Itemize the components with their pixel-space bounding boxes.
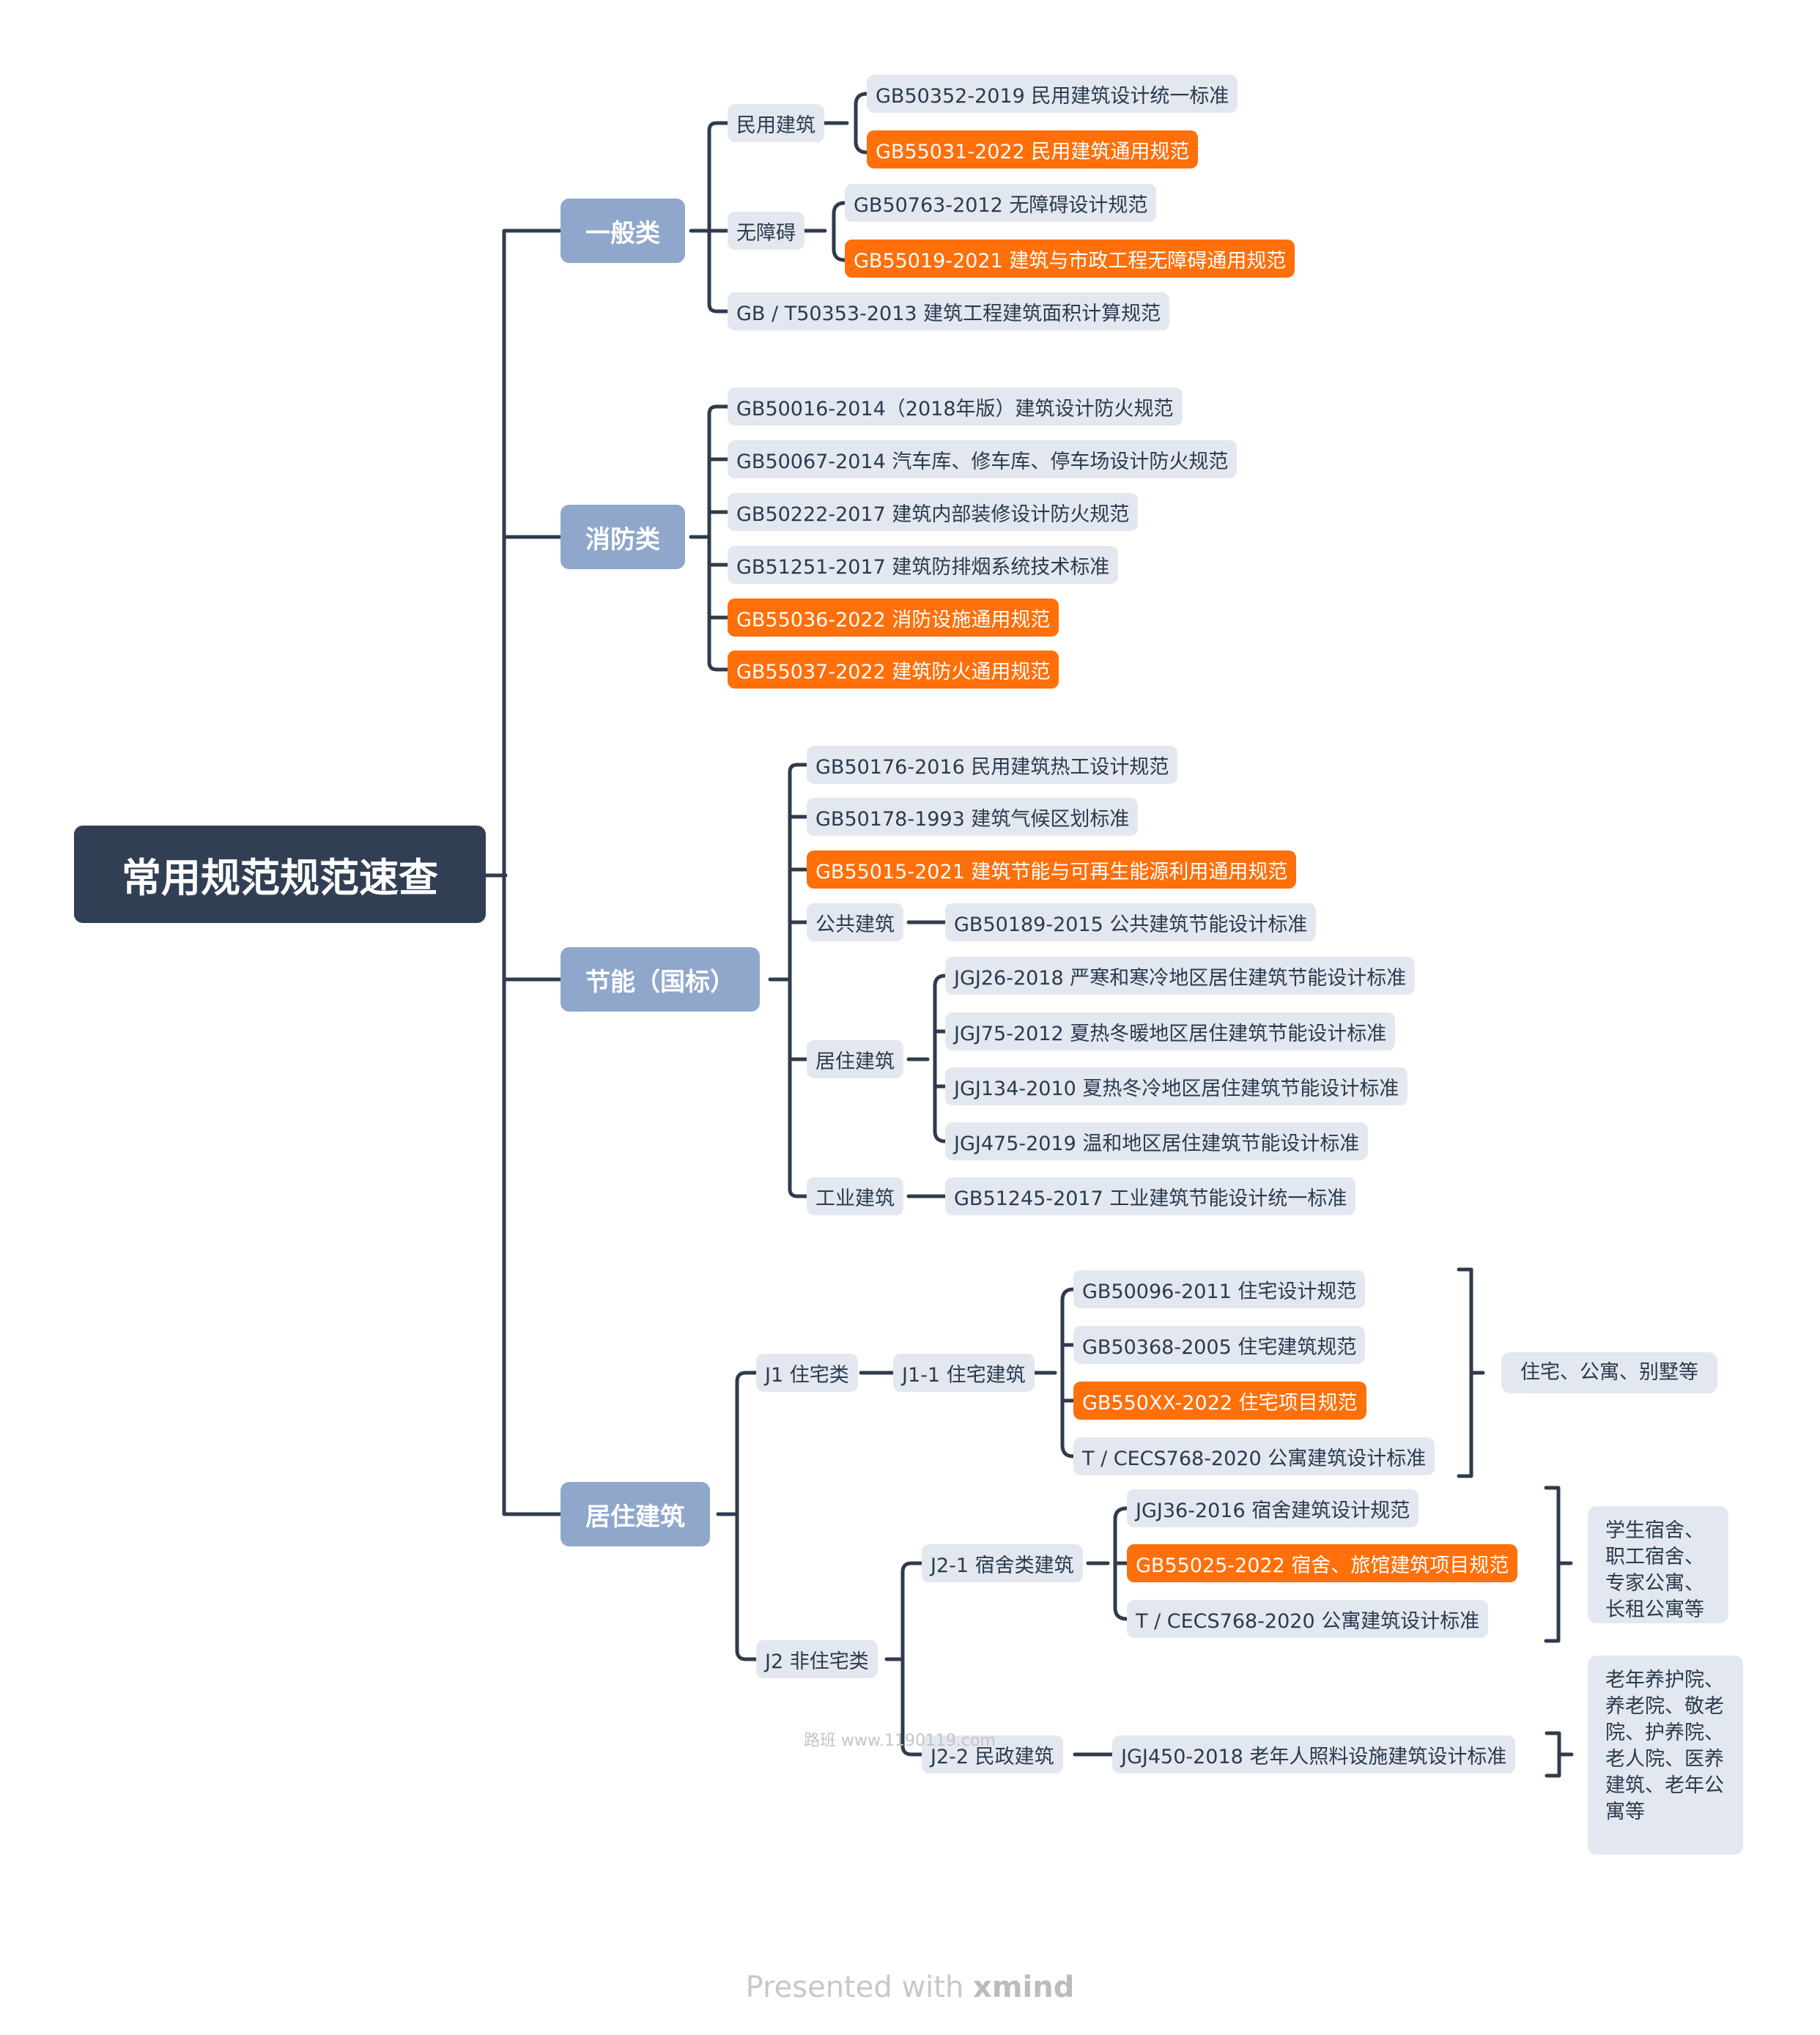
note-dormitory-types: 学生宿舍、职工宿舍、专家公寓、长租公寓等 — [1588, 1506, 1728, 1623]
standard-item[interactable]: GB51251-2017 建筑防排烟系统技术标准 — [728, 546, 1119, 584]
subtopic-j1-1[interactable]: J1-1 住宅建筑 — [893, 1354, 1035, 1392]
subtopic-j2[interactable]: J2 非住宅类 — [756, 1640, 878, 1678]
subtopic-public[interactable]: 公共建筑 — [807, 903, 903, 941]
standard-item[interactable]: GB50368-2005 住宅建筑规范 — [1073, 1326, 1366, 1364]
standard-item-highlight[interactable]: GB55015-2021 建筑节能与可再生能源利用通用规范 — [807, 850, 1297, 889]
standard-item[interactable]: GB50352-2019 民用建筑设计统一标准 — [867, 75, 1238, 113]
subtopic-j2-1[interactable]: J2-1 宿舍类建筑 — [922, 1544, 1083, 1582]
footer-text: Presented with — [745, 1971, 974, 2004]
category-energy[interactable]: 节能（国标） — [561, 947, 760, 1012]
note-elderly-care-types: 老年养护院、养老院、敬老院、护养院、老人院、医养建筑、老年公寓等 — [1588, 1656, 1743, 1855]
standard-item[interactable]: JGJ26-2018 严寒和寒冷地区居住建筑节能设计标准 — [945, 957, 1416, 995]
standard-item-highlight[interactable]: GB55019-2021 建筑与市政工程无障碍通用规范 — [845, 240, 1295, 278]
standard-item[interactable]: JGJ475-2019 温和地区居住建筑节能设计标准 — [945, 1122, 1369, 1160]
footer: Presented with xmind — [0, 1971, 1820, 2004]
standard-item[interactable]: JGJ134-2010 夏热冬冷地区居住建筑节能设计标准 — [945, 1067, 1408, 1105]
standard-item-highlight[interactable]: GB55031-2022 民用建筑通用规范 — [867, 130, 1199, 168]
subtopic-j2-2[interactable]: J2-2 民政建筑 — [922, 1735, 1063, 1773]
subtopic-barrier-free[interactable]: 无障碍 — [728, 212, 804, 250]
standard-item[interactable]: GB50763-2012 无障碍设计规范 — [845, 184, 1157, 222]
standard-item[interactable]: GB50178-1993 建筑气候区划标准 — [807, 798, 1139, 836]
standard-item[interactable]: GB51245-2017 工业建筑节能设计统一标准 — [945, 1177, 1356, 1215]
subtopic-residential[interactable]: 居住建筑 — [807, 1040, 903, 1078]
standard-item-highlight[interactable]: GB55025-2022 宿舍、旅馆建筑项目规范 — [1127, 1544, 1518, 1582]
standard-item-highlight[interactable]: GB55036-2022 消防设施通用规范 — [728, 598, 1059, 637]
note-residential-types: 住宅、公寓、别墅等 — [1501, 1352, 1717, 1393]
standard-item[interactable]: GB50189-2015 公共建筑节能设计标准 — [945, 903, 1317, 941]
standard-item[interactable]: JGJ75-2012 夏热冬暖地区居住建筑节能设计标准 — [945, 1012, 1396, 1050]
category-general[interactable]: 一般类 — [561, 199, 685, 263]
standard-item[interactable]: GB50176-2016 民用建筑热工设计规范 — [807, 746, 1178, 784]
standard-item[interactable]: GB / T50353-2013 建筑工程建筑面积计算规范 — [728, 292, 1170, 330]
subtopic-civil[interactable]: 民用建筑 — [728, 104, 824, 142]
watermark: 路班 www.1190119.com — [804, 1732, 996, 1750]
standard-item-highlight[interactable]: GB550XX-2022 住宅项目规范 — [1073, 1382, 1366, 1420]
standard-item[interactable]: T / CECS768-2020 公寓建筑设计标准 — [1073, 1437, 1435, 1475]
category-housing[interactable]: 居住建筑 — [561, 1482, 710, 1546]
standard-item[interactable]: JGJ450-2018 老年人照料设施建筑设计标准 — [1112, 1735, 1516, 1773]
standard-item[interactable]: GB50067-2014 汽车库、修车库、停车场设计防火规范 — [728, 440, 1238, 478]
standard-item[interactable]: GB50016-2014（2018年版）建筑设计防火规范 — [728, 388, 1183, 426]
standard-item[interactable]: GB50096-2011 住宅设计规范 — [1073, 1270, 1366, 1308]
subtopic-industrial[interactable]: 工业建筑 — [807, 1177, 903, 1215]
standard-item[interactable]: T / CECS768-2020 公寓建筑设计标准 — [1127, 1600, 1489, 1638]
standard-item-highlight[interactable]: GB55037-2022 建筑防火通用规范 — [728, 650, 1059, 689]
xmind-logo: xmind — [973, 1971, 1075, 2004]
standard-item[interactable]: JGJ36-2016 宿舍建筑设计规范 — [1127, 1489, 1419, 1527]
subtopic-j1[interactable]: J1 住宅类 — [756, 1354, 858, 1392]
standard-item[interactable]: GB50222-2017 建筑内部装修设计防火规范 — [728, 493, 1139, 531]
root-topic[interactable]: 常用规范规范速查 — [74, 826, 486, 923]
category-fire[interactable]: 消防类 — [561, 505, 685, 569]
